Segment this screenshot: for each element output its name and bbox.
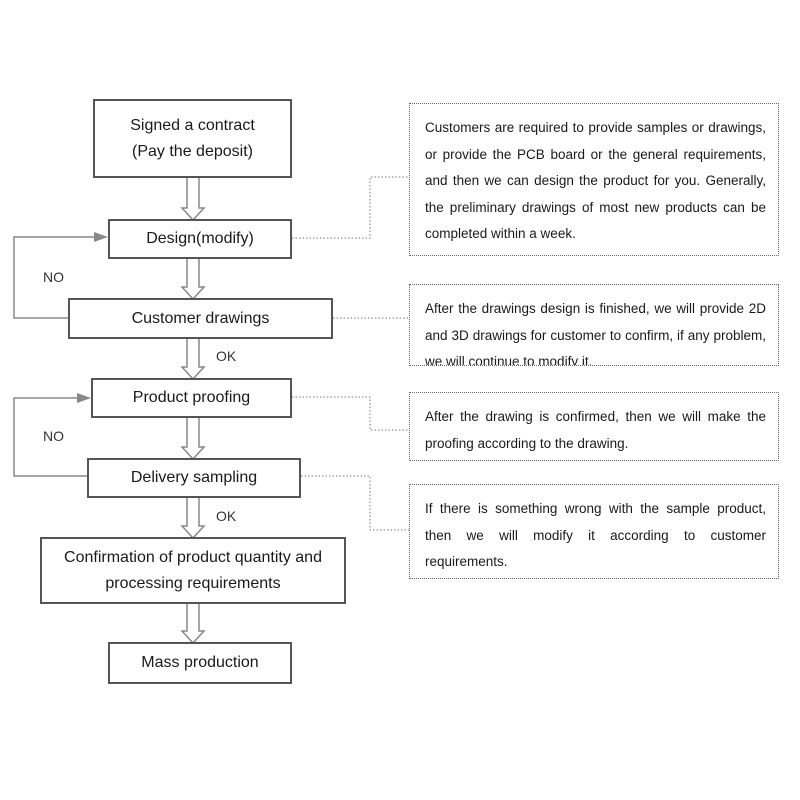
note-delivery-sampling: If there is something wrong with the sam… [409,484,779,579]
label-ok-drawings: OK [216,348,237,364]
step-delivery-sampling-label: Delivery sampling [130,469,258,486]
step-mass-production: Mass production [108,642,292,684]
leader-design-note [292,176,409,239]
note-customer-drawings: After the drawings design is finished, w… [409,284,779,366]
step-mass-production-label: Mass production [141,654,259,671]
arrow-drawings-to-proofing [180,338,206,381]
step-customer-drawings-label: Customer drawings [131,309,270,327]
step-design: Design(modify) [108,219,292,259]
step-confirmation-line2: processing requirements [105,574,281,592]
arrow-design-to-drawings [180,258,206,301]
loop-no-sampling-to-proofing [13,397,87,477]
step-design-label: Design(modify) [146,230,254,247]
note-design: Customers are required to provide sample… [409,103,779,256]
label-no-sampling: NO [43,428,64,444]
step-signed-contract-line1: Signed a contract [130,116,255,134]
label-ok-sampling: OK [216,508,237,524]
leader-proofing-note [292,396,409,431]
arrow-confirmation-to-mass [180,604,206,645]
step-confirmation: Confirmation of product quantity and pro… [40,537,346,604]
loop-no-drawings-to-design [13,236,98,319]
step-product-proofing-label: Product proofing [132,389,251,406]
arrow-proofing-to-sampling [180,418,206,461]
step-delivery-sampling: Delivery sampling [87,458,301,498]
leader-sampling-note [301,475,409,531]
note-product-proofing: After the drawing is confirmed, then we … [409,392,779,461]
step-customer-drawings: Customer drawings [68,298,333,339]
arrow-sampling-to-confirmation [180,498,206,540]
step-signed-contract-line2: (Pay the deposit) [132,142,253,160]
step-product-proofing: Product proofing [91,378,292,418]
loop-arrowhead-proofing [77,393,91,403]
arrow-contract-to-design [180,178,206,222]
loop-arrowhead-design [94,232,108,242]
step-confirmation-line1: Confirmation of product quantity and [64,548,322,566]
step-signed-contract: Signed a contract (Pay the deposit) [93,99,292,178]
label-no-drawings: NO [43,269,64,285]
